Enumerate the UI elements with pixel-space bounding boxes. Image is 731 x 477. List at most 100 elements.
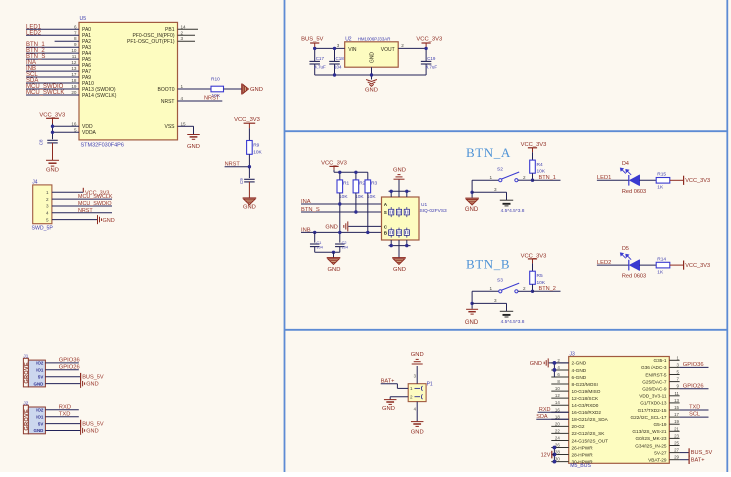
svg-text:5V: 5V xyxy=(38,421,43,426)
svg-text:C19: C19 xyxy=(427,56,436,61)
svg-text:9: 9 xyxy=(677,384,680,389)
svg-text:2: 2 xyxy=(46,197,49,202)
svg-text:D4: D4 xyxy=(622,161,629,167)
svg-text:SCL: SCL xyxy=(689,412,700,418)
svg-text:U2: U2 xyxy=(345,37,352,43)
svg-text:NRST: NRST xyxy=(225,162,241,168)
svg-text:BTN_1: BTN_1 xyxy=(26,42,45,48)
svg-text:INB: INB xyxy=(26,66,36,72)
svg-text:5V: 5V xyxy=(38,374,43,379)
svg-text:GND: GND xyxy=(465,207,479,213)
svg-text:23: 23 xyxy=(674,433,679,438)
svg-text:NRST: NRST xyxy=(161,99,175,105)
svg-text:VOUT: VOUT xyxy=(381,47,395,53)
svg-text:BAT+: BAT+ xyxy=(691,457,705,463)
svg-text:1: 1 xyxy=(46,190,49,195)
svg-text:GND: GND xyxy=(187,144,200,150)
svg-text:8-G23/MOSI: 8-G23/MOSI xyxy=(572,382,598,387)
svg-text:LED1: LED1 xyxy=(597,175,612,181)
svg-text:VCC_3V3: VCC_3V3 xyxy=(416,36,442,42)
svg-text:NRST: NRST xyxy=(204,96,220,102)
svg-text:8: 8 xyxy=(557,379,560,384)
svg-text:10K: 10K xyxy=(537,169,546,175)
svg-text:Red 0603: Red 0603 xyxy=(622,189,646,195)
svg-text:18-G21/I2S_SDA: 18-G21/I2S_SDA xyxy=(572,417,609,422)
svg-text:10K: 10K xyxy=(537,280,546,286)
svg-text:SIQ-02FVS3: SIQ-02FVS3 xyxy=(420,208,448,214)
svg-text:16: 16 xyxy=(71,121,77,126)
svg-text:GND: GND xyxy=(328,267,341,273)
svg-text:VCC_3V3: VCC_3V3 xyxy=(685,178,710,184)
svg-text:8: 8 xyxy=(74,36,77,41)
svg-text:R4: R4 xyxy=(537,162,543,168)
svg-text:24-G15/I2S_OUT: 24-G15/I2S_OUT xyxy=(572,438,609,443)
svg-text:BUS_5V: BUS_5V xyxy=(82,375,104,381)
svg-text:A: A xyxy=(384,202,388,207)
svg-text:BUS_5V: BUS_5V xyxy=(82,421,104,427)
svg-text:17: 17 xyxy=(71,72,77,77)
svg-text:MCU_SWDIO: MCU_SWDIO xyxy=(26,84,64,90)
svg-text:G35-1: G35-1 xyxy=(653,358,666,363)
svg-text:26-HPWR: 26-HPWR xyxy=(572,445,594,450)
svg-text:PA6: PA6 xyxy=(82,63,91,69)
svg-text:2: 2 xyxy=(557,358,560,363)
svg-text:4.7uF: 4.7uF xyxy=(426,65,438,70)
svg-text:BTN_2: BTN_2 xyxy=(26,48,45,54)
svg-text:GND: GND xyxy=(86,428,98,434)
svg-text:GPIO26: GPIO26 xyxy=(683,384,704,390)
svg-text:R2: R2 xyxy=(359,181,365,187)
svg-text:P1: P1 xyxy=(427,382,433,388)
svg-text:PF0-OSC_IN(PF0): PF0-OSC_IN(PF0) xyxy=(133,33,175,39)
svg-text:104: 104 xyxy=(317,245,323,249)
svg-text:2: 2 xyxy=(401,43,404,48)
svg-text:20-G2: 20-G2 xyxy=(572,424,585,429)
svg-text:22: 22 xyxy=(555,428,560,433)
svg-text:2: 2 xyxy=(181,30,184,35)
svg-text:1: 1 xyxy=(410,386,413,391)
svg-text:D5: D5 xyxy=(622,246,629,252)
svg-text:B: B xyxy=(384,231,388,236)
svg-text:13: 13 xyxy=(71,66,77,71)
svg-text:13: 13 xyxy=(674,398,679,403)
svg-text:PF1-OSC_OUT(PF1): PF1-OSC_OUT(PF1) xyxy=(127,39,175,45)
svg-text:10K: 10K xyxy=(212,93,221,99)
svg-text:1K: 1K xyxy=(657,185,664,191)
svg-text:22-G12/I2S_SK: 22-G12/I2S_SK xyxy=(572,431,606,436)
svg-text:11: 11 xyxy=(72,54,77,59)
svg-text:10: 10 xyxy=(71,48,77,53)
svg-text:R5: R5 xyxy=(537,273,543,279)
svg-text:4: 4 xyxy=(414,407,417,412)
svg-text:NRST: NRST xyxy=(78,208,93,214)
svg-text:G25/DAC-7: G25/DAC-7 xyxy=(642,379,667,384)
svg-text:4: 4 xyxy=(181,96,184,101)
svg-text:104: 104 xyxy=(342,245,348,249)
svg-text:7: 7 xyxy=(677,377,680,382)
svg-text:IO1: IO1 xyxy=(36,368,44,373)
svg-text:U5: U5 xyxy=(80,16,87,22)
svg-text:16: 16 xyxy=(555,407,560,412)
svg-text:IO1: IO1 xyxy=(36,414,44,419)
svg-text:12: 12 xyxy=(555,393,560,398)
svg-text:GND: GND xyxy=(243,205,256,211)
svg-text:SDA: SDA xyxy=(26,78,38,84)
svg-text:EN/RST-5: EN/RST-5 xyxy=(645,372,666,377)
svg-text:4: 4 xyxy=(46,211,49,216)
svg-text:5: 5 xyxy=(74,127,77,132)
svg-text:26: 26 xyxy=(555,443,560,448)
svg-text:PA10: PA10 xyxy=(82,81,94,87)
svg-text:18: 18 xyxy=(71,78,77,83)
svg-text:24: 24 xyxy=(555,435,560,440)
svg-text:C9: C9 xyxy=(239,178,244,184)
svg-text:PA4: PA4 xyxy=(82,51,91,57)
svg-text:1K: 1K xyxy=(657,269,664,275)
svg-text:15: 15 xyxy=(181,121,187,126)
svg-text:S2: S2 xyxy=(497,166,503,172)
svg-text:GND: GND xyxy=(250,87,263,93)
svg-text:BOOT0: BOOT0 xyxy=(158,87,175,93)
svg-text:BTN_S: BTN_S xyxy=(26,54,45,60)
svg-text:INA: INA xyxy=(301,199,311,205)
svg-text:5V-27: 5V-27 xyxy=(654,450,667,455)
svg-text:3: 3 xyxy=(494,187,497,192)
svg-text:Red 0603: Red 0603 xyxy=(622,274,646,280)
svg-text:20: 20 xyxy=(71,90,77,95)
